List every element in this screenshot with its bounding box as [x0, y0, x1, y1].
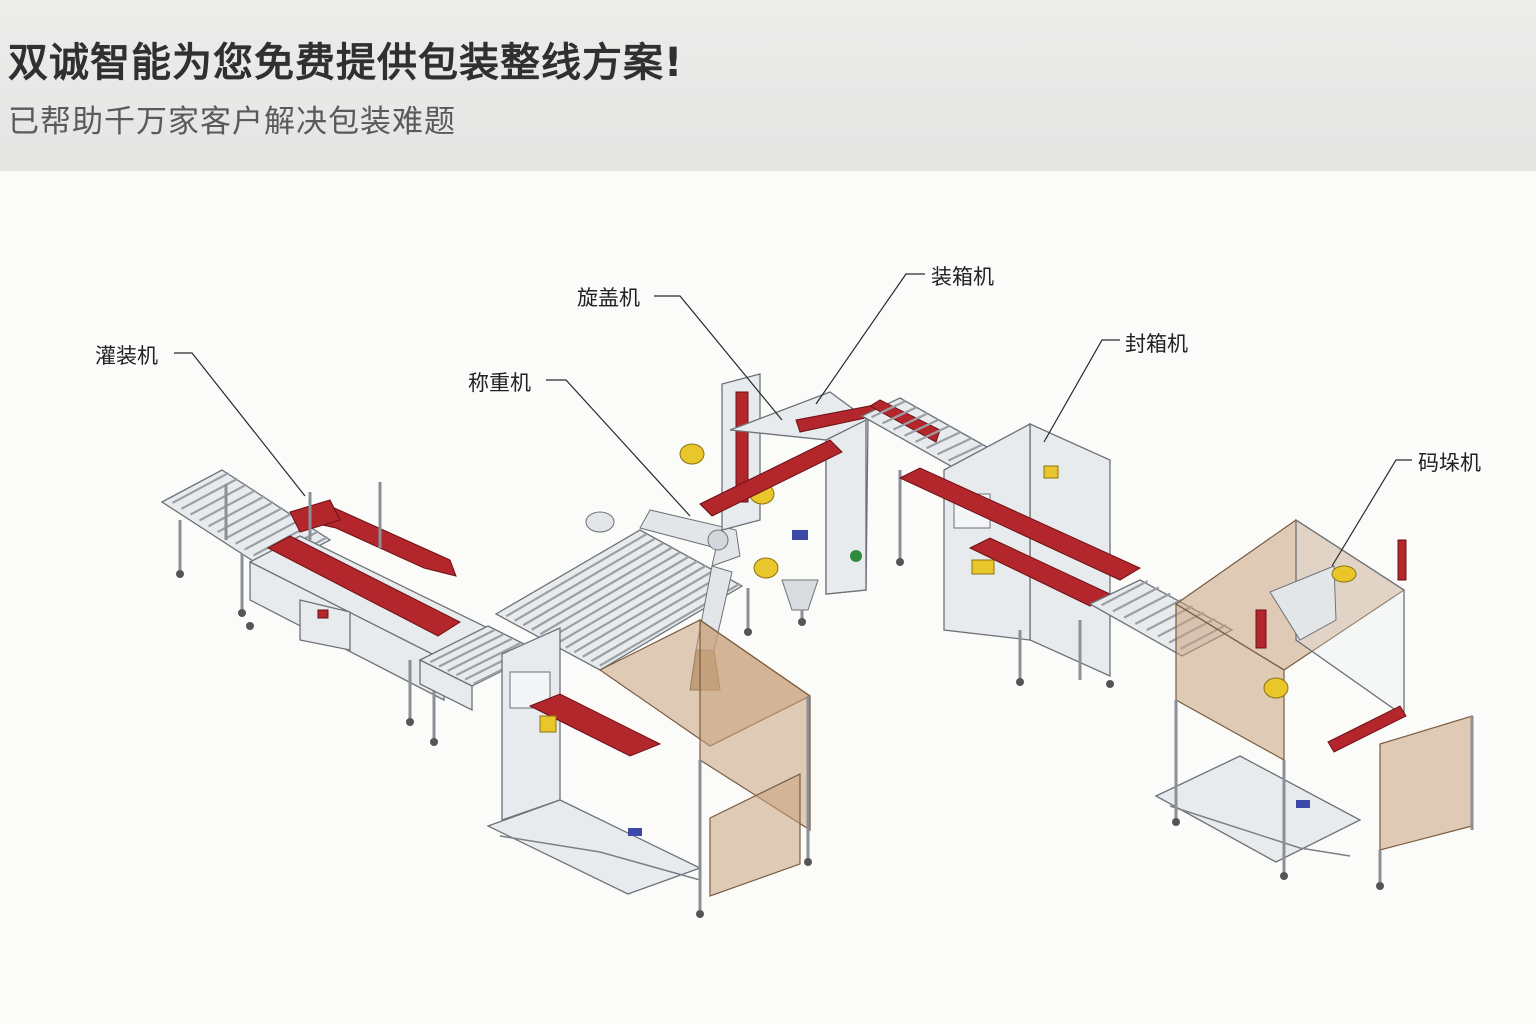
page-subtitle: 已帮助千万家客户解决包装难题	[8, 104, 456, 140]
conveyor-roller	[937, 437, 972, 456]
conveyor-roller	[882, 406, 917, 425]
leader-palletizing	[1331, 459, 1412, 567]
conveyor-roller	[429, 629, 495, 664]
case-sealing-machine	[898, 422, 1142, 688]
conveyor-roller	[582, 573, 724, 658]
label-weighing-machine: 称重机	[468, 371, 531, 395]
conveyor-roller	[234, 512, 293, 545]
conveyor-roller	[565, 564, 707, 649]
label-palletizer: 码垛机	[1418, 451, 1481, 475]
conveyor-roller	[539, 551, 681, 636]
conveyor-roller	[904, 418, 939, 437]
header-banner	[0, 0, 1536, 171]
label-capping-machine: 旋盖机	[577, 286, 640, 310]
leader-casepacking	[815, 273, 925, 405]
conveyor-roller	[243, 518, 302, 551]
weighing-cell	[486, 618, 812, 918]
page-title: 双诚智能为您免费提供包装整线方案!	[8, 40, 684, 86]
transfer-conveyor	[418, 625, 542, 712]
conveyor-roller	[948, 443, 983, 462]
filling-machine	[246, 482, 498, 746]
conveyor-roller	[915, 424, 950, 443]
conveyor-roller	[573, 569, 715, 654]
conveyor-roller	[556, 560, 698, 645]
conveyor-roller	[455, 642, 521, 677]
label-case-sealing-machine: 封箱机	[1125, 332, 1188, 356]
conveyor-roller	[207, 495, 266, 528]
palletizer-cell	[1154, 518, 1474, 890]
conveyor-roller	[531, 546, 673, 631]
conveyor-roller	[522, 542, 664, 627]
label-case-packing-machine: 装箱机	[931, 265, 994, 289]
conveyor-roller	[438, 633, 504, 668]
leader-weighing	[546, 379, 691, 517]
leader-sealing	[1043, 339, 1120, 443]
conveyor-roller	[447, 637, 513, 672]
conveyor-roller	[225, 506, 284, 539]
conveyor-roller	[514, 537, 656, 622]
conveyor-roller	[1123, 592, 1171, 619]
conveyor-roller	[505, 533, 647, 618]
leader-filling	[174, 352, 306, 497]
conveyor-roller	[1112, 586, 1160, 613]
conveyor-roller	[180, 477, 239, 510]
conveyor-roller	[871, 400, 906, 419]
conveyor-roller	[171, 471, 230, 504]
conveyor-roller	[548, 555, 690, 640]
case-packing-machine	[699, 391, 885, 626]
leader-capping	[654, 295, 783, 421]
conveyor-roller	[893, 412, 928, 431]
conveyor-roller	[1101, 580, 1149, 607]
conveyor-roller	[1134, 598, 1182, 625]
conveyor-roller	[189, 483, 248, 516]
conveyor-roller	[926, 431, 961, 450]
label-filling-machine: 灌装机	[95, 344, 158, 368]
